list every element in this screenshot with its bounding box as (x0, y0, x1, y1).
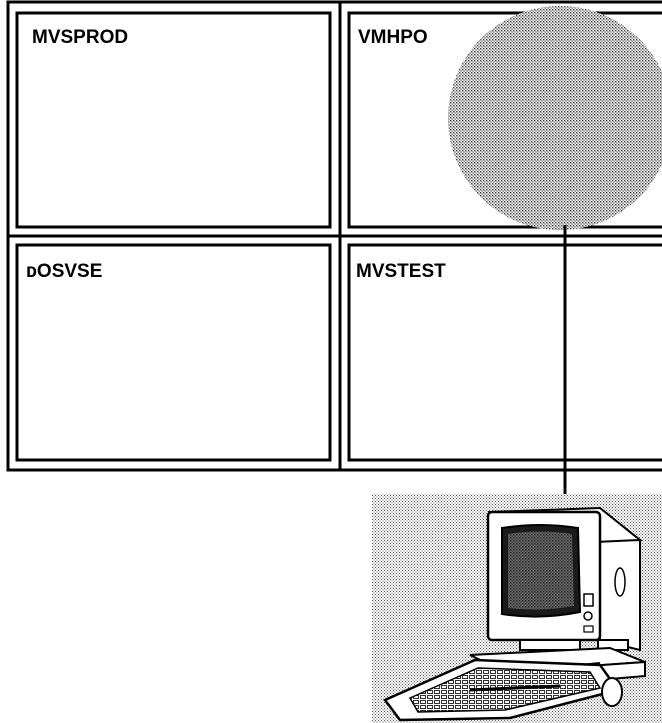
pane-mvstest-title: MVSTEST (356, 261, 446, 282)
pane-dosvse[interactable]: ᴅOSVSE (17, 245, 330, 460)
pane-mvsprod[interactable]: MVSPROD (17, 13, 330, 227)
pane-mvstest[interactable]: MVSTEST (349, 245, 662, 460)
halftone-circle-icon (448, 6, 662, 230)
pane-vmhpo-title: VMHPO (358, 27, 428, 48)
pane-mvsprod-title: MVSPROD (32, 27, 128, 48)
pane-dosvse-title: ᴅOSVSE (26, 261, 102, 282)
workstation-icon (372, 494, 662, 723)
